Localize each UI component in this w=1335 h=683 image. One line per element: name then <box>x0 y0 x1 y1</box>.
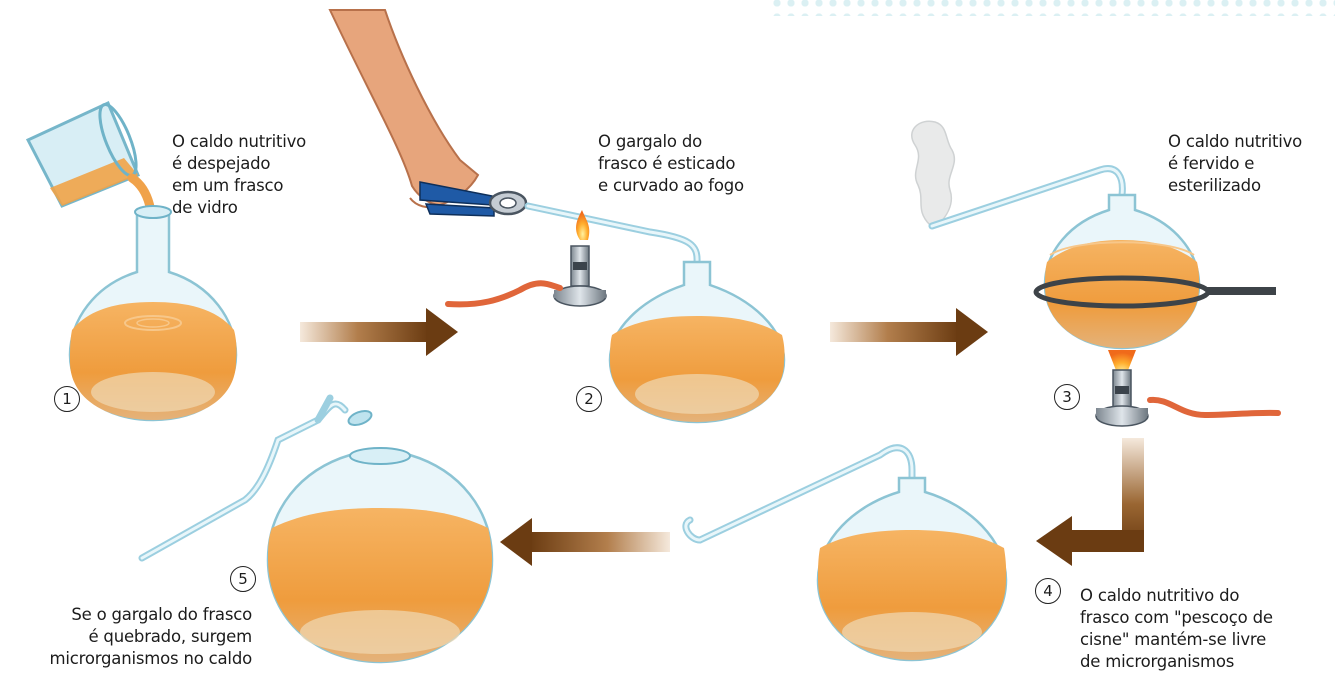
flask1-icon <box>70 206 237 420</box>
arrow-step3-to-4 <box>1036 438 1144 566</box>
hand-icon <box>330 10 478 207</box>
step4-scene <box>686 448 1006 660</box>
arrow-step4-to-5 <box>500 518 670 566</box>
arrow-step2-to-3 <box>830 308 988 356</box>
flask4-icon <box>818 478 1006 660</box>
arrow-step1-to-2 <box>300 308 458 356</box>
step5-caption: Se o gargalo do frasco é quebrado, surge… <box>6 604 252 670</box>
steam-icon <box>912 121 955 225</box>
gas-hose <box>448 283 560 304</box>
step3-caption: O caldo nutritivo é fervido e esteriliza… <box>1168 131 1302 197</box>
step-number-1: 1 <box>54 386 80 412</box>
step1-caption: O caldo nutritivo é despejado em um fras… <box>172 131 306 219</box>
step4-caption: O caldo nutritivo do frasco com "pescoço… <box>1080 585 1273 673</box>
burner-icon-2 <box>1096 370 1148 426</box>
step-number-3: 3 <box>1054 384 1080 410</box>
step-number-5: 5 <box>230 566 256 592</box>
beaker-icon <box>28 100 143 206</box>
flask5-icon <box>268 448 492 662</box>
step2-caption: O gargalo do frasco é esticado e curvado… <box>598 131 744 197</box>
gas-hose-2 <box>1150 400 1278 415</box>
flask3-icon <box>1045 195 1199 348</box>
step-number-4: 4 <box>1035 578 1061 604</box>
pliers-icon <box>420 182 526 216</box>
step2-scene <box>330 10 785 422</box>
burner-icon <box>554 246 606 306</box>
flask2-icon <box>610 262 785 422</box>
step-number-2: 2 <box>576 386 602 412</box>
